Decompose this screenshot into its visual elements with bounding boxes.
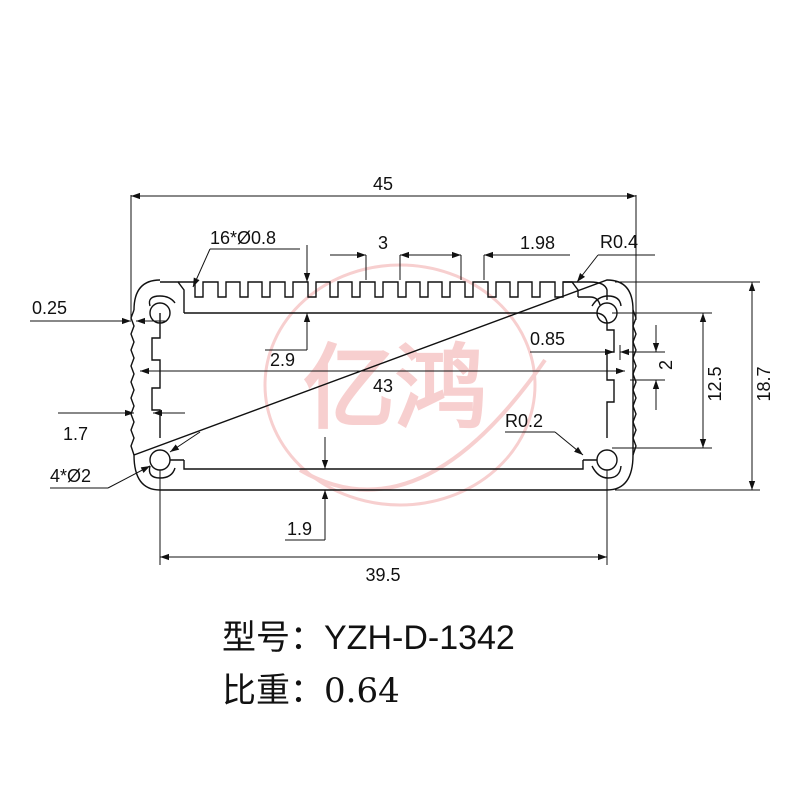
model-value: YZH-D-1342 bbox=[324, 619, 515, 657]
dim-overall-width: 45 bbox=[373, 174, 393, 194]
dim-inner-width: 43 bbox=[373, 376, 393, 396]
dim-fin-holes: 16*Ø0.8 bbox=[210, 228, 276, 248]
dim-screw-holes: 4*Ø2 bbox=[50, 466, 91, 486]
density-spec: 比重：0.64 bbox=[222, 663, 400, 712]
dim-top-wall: 2.9 bbox=[270, 350, 295, 370]
watermark-logo: 亿鸿 bbox=[263, 263, 547, 507]
dim-edge-clearance: 0.25 bbox=[32, 298, 67, 318]
dim-bottom-wall: 1.9 bbox=[287, 519, 312, 539]
watermark-text: 亿鸿 bbox=[303, 335, 487, 442]
model-label: 型号： bbox=[222, 618, 324, 658]
dim-slot-depth: 0.85 bbox=[530, 329, 565, 349]
dim-overall-height: 18.7 bbox=[754, 366, 774, 401]
dim-fin-pitch: 3 bbox=[378, 233, 388, 253]
dim-slot-height: 2 bbox=[656, 360, 676, 370]
density-label: 比重： bbox=[222, 671, 324, 711]
dim-corner-radius-top: R0.4 bbox=[600, 232, 638, 252]
density-value: 0.64 bbox=[324, 671, 400, 711]
dimension-lines bbox=[30, 192, 760, 565]
dimension-labels: 45 16*Ø0.8 3 1.98 R0.4 0.25 2.9 43 0.85 … bbox=[32, 174, 774, 585]
dim-inner-height: 12.5 bbox=[705, 366, 725, 401]
dim-fin-width: 1.98 bbox=[520, 233, 555, 253]
dim-side-wall: 1.7 bbox=[63, 424, 88, 444]
model-spec: 型号：YZH-D-1342 bbox=[222, 610, 515, 659]
dim-bottom-width: 39.5 bbox=[365, 565, 400, 585]
profile-outline bbox=[130, 279, 637, 491]
dim-corner-radius-bottom: R0.2 bbox=[505, 411, 543, 431]
